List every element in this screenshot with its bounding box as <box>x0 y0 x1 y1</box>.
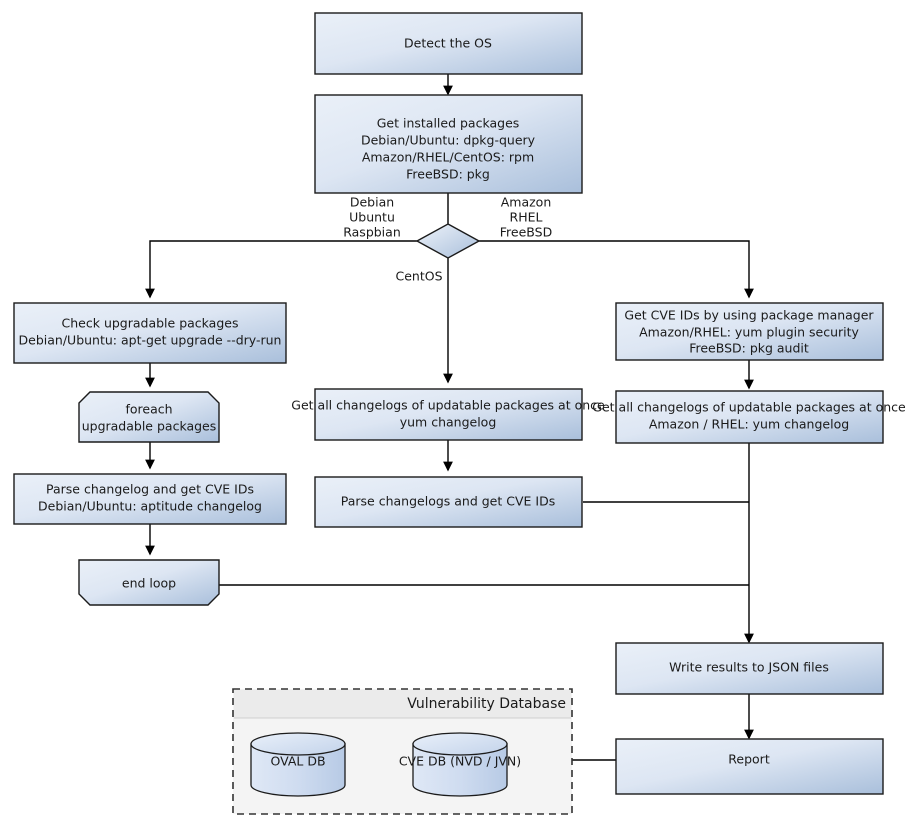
node-parse-changelog-debian-line-2: Debian/Ubuntu: aptitude changelog <box>38 499 262 514</box>
node-get-changelogs-centos-line-2: yum changelog <box>400 415 497 430</box>
node-foreach-loop-start[interactable]: foreach upgradable packages <box>78 391 220 443</box>
edge-label-left-line-3: Raspbian <box>343 225 401 240</box>
node-get-cve-ids-line-2: Amazon/RHEL: yum plugin security <box>639 325 859 340</box>
node-report[interactable]: Report <box>615 738 884 795</box>
edge-label-left-branch: Debian Ubuntu Raspbian <box>343 195 401 240</box>
node-os-decision-diamond[interactable] <box>415 223 481 259</box>
edge-label-left-line-2: Ubuntu <box>349 210 395 225</box>
node-get-changelogs-centos-line-1: Get all changelogs of updatable packages… <box>291 398 605 413</box>
node-detect-os-label: Detect the OS <box>404 36 492 51</box>
node-report-label: Report <box>728 752 770 767</box>
node-parse-changelog-debian[interactable]: Parse changelog and get CVE IDs Debian/U… <box>13 473 287 525</box>
node-get-installed-packages-line-1: Get installed packages <box>377 116 520 131</box>
node-get-installed-packages[interactable]: Get installed packages Debian/Ubuntu: dp… <box>314 94 583 194</box>
node-parse-changelog-debian-line-1: Parse changelog and get CVE IDs <box>46 482 254 497</box>
node-check-upgradable-packages[interactable]: Check upgradable packages Debian/Ubuntu:… <box>13 302 287 364</box>
edge-label-down-branch: CentOS <box>395 269 442 284</box>
node-get-installed-packages-line-2: Debian/Ubuntu: dpkg-query <box>361 133 536 148</box>
edge-label-right-line-1: Amazon <box>501 195 552 210</box>
node-foreach-line-1: foreach <box>125 402 172 417</box>
node-get-installed-packages-line-4: FreeBSD: pkg <box>406 167 490 182</box>
database-cve-db-label: CVE DB (NVD / JVN) <box>399 754 521 769</box>
database-cve-db[interactable]: CVE DB (NVD / JVN) <box>399 732 521 797</box>
edge-label-down-line-1: CentOS <box>395 269 442 284</box>
node-get-cve-ids-line-1: Get CVE IDs by using package manager <box>624 308 874 323</box>
connectors <box>145 74 754 761</box>
node-parse-changelogs-centos[interactable]: Parse changelogs and get CVE IDs <box>314 476 583 528</box>
node-get-cve-ids-line-3: FreeBSD: pkg audit <box>689 341 809 356</box>
node-check-upgradable-line-1: Check upgradable packages <box>62 316 239 331</box>
node-get-changelogs-centos[interactable]: Get all changelogs of updatable packages… <box>291 388 605 441</box>
edge-label-left-line-1: Debian <box>350 195 394 210</box>
node-get-installed-packages-line-3: Amazon/RHEL/CentOS: rpm <box>362 150 534 165</box>
node-write-results-label: Write results to JSON files <box>669 660 829 675</box>
node-end-loop[interactable]: end loop <box>78 559 220 606</box>
database-oval-db-label: OVAL DB <box>270 754 325 769</box>
node-end-loop-label: end loop <box>122 576 176 591</box>
node-get-changelogs-rhel[interactable]: Get all changelogs of updatable packages… <box>592 390 906 444</box>
node-get-cve-ids-package-manager[interactable]: Get CVE IDs by using package manager Ama… <box>615 302 884 361</box>
edge-label-right-line-3: FreeBSD <box>500 225 552 240</box>
database-oval-db[interactable]: OVAL DB <box>250 732 346 797</box>
group-vulnerability-database-title: Vulnerability Database <box>407 696 566 712</box>
node-check-upgradable-line-2: Debian/Ubuntu: apt-get upgrade --dry-run <box>19 333 282 348</box>
edge-decision-left <box>145 240 417 299</box>
edge-label-right-line-2: RHEL <box>510 210 543 225</box>
node-write-results-json[interactable]: Write results to JSON files <box>615 642 884 695</box>
node-detect-os[interactable]: Detect the OS <box>314 12 583 75</box>
edge-decision-right <box>479 240 754 299</box>
node-parse-changelogs-centos-label: Parse changelogs and get CVE IDs <box>341 494 555 509</box>
node-get-changelogs-rhel-line-2: Amazon / RHEL: yum changelog <box>649 417 849 432</box>
node-get-changelogs-rhel-line-1: Get all changelogs of updatable packages… <box>592 400 906 415</box>
edge-label-right-branch: Amazon RHEL FreeBSD <box>500 195 552 240</box>
group-vulnerability-database: Vulnerability Database OVAL DB CVE DB (N… <box>232 688 573 815</box>
node-foreach-line-2: upgradable packages <box>82 419 217 434</box>
